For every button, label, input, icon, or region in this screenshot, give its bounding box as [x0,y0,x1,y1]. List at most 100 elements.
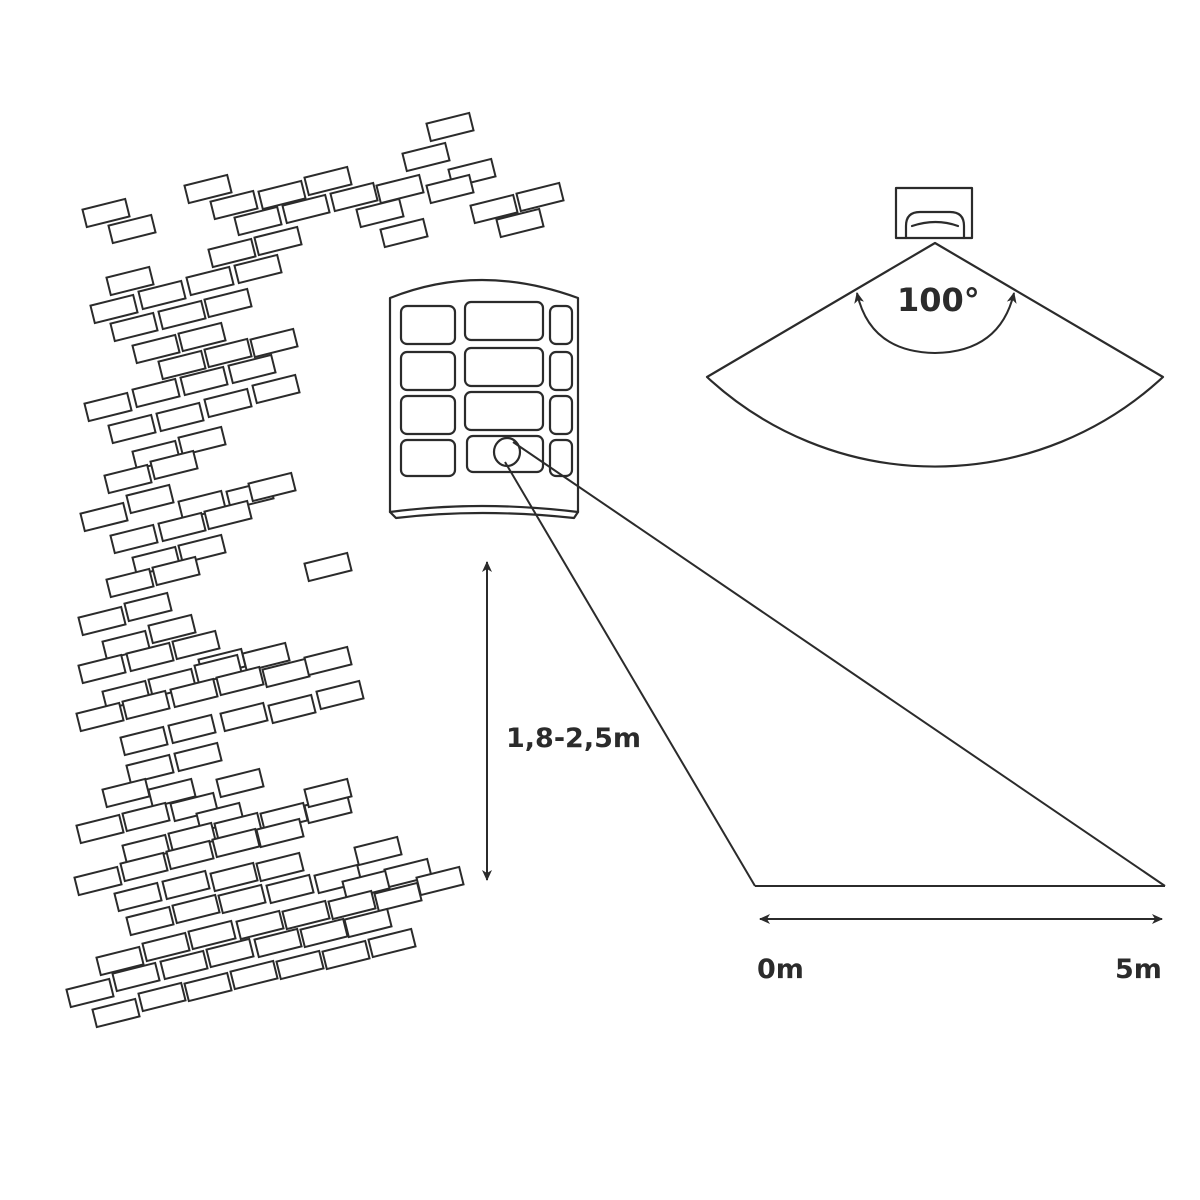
brick [89,293,139,325]
brick [171,893,221,925]
brick [183,971,233,1003]
brick [137,981,187,1013]
brick [203,337,253,369]
brick [265,873,315,905]
brick [75,813,125,845]
brick [209,861,259,893]
brick [123,591,173,623]
brick [83,391,133,423]
brick [515,181,565,213]
brick [173,741,223,773]
brick [109,311,159,343]
brick-wall-illustration [65,111,565,1029]
brick [165,839,215,871]
brick [121,689,171,721]
brick [355,197,405,229]
height-label: 1,8-2,5m [506,723,641,754]
brick [215,767,265,799]
brick [109,523,159,555]
brick [219,701,269,733]
brick [233,253,283,285]
brick [203,287,253,319]
brick [303,551,353,583]
brick [125,483,175,515]
top-detection-fan [705,241,1165,468]
brick [255,817,305,849]
brick [125,641,175,673]
brick [131,377,181,409]
brick [125,753,175,785]
brick [281,899,331,931]
brick [281,193,331,225]
brick [373,881,423,913]
brick [119,725,169,757]
brick [95,945,145,977]
brick [77,653,127,685]
brick [155,401,205,433]
brick [217,883,267,915]
brick [495,207,545,239]
brick [151,555,201,587]
brick [235,909,285,941]
brick [375,173,425,205]
brick [303,165,353,197]
brick [125,905,175,937]
brick [329,181,379,213]
brick [159,949,209,981]
brick [401,141,451,173]
brick [187,919,237,951]
brick [229,959,279,991]
angle-label: 100° [897,281,980,319]
brick [65,977,115,1009]
brick [111,961,161,993]
brick [251,373,301,405]
brick [247,471,297,503]
brick [169,677,219,709]
brick [313,863,363,895]
brick [253,225,303,257]
brick [343,907,393,939]
wall-lamp-illustration [388,278,580,520]
brick [113,881,163,913]
sensor-lens-icon [492,436,522,468]
brick [77,605,127,637]
angle-arc [854,292,1017,355]
brick [267,693,317,725]
brick [425,111,475,143]
brick [149,449,199,481]
brick [215,665,265,697]
brick [185,265,235,297]
brick [253,927,303,959]
brick [105,265,155,297]
brick [233,205,283,237]
brick [177,425,227,457]
brick [105,567,155,599]
brick [303,777,353,809]
brick [275,949,325,981]
brick [255,851,305,883]
brick [147,613,197,645]
brick [299,917,349,949]
brick [183,173,233,205]
brick [167,713,217,745]
brick [141,931,191,963]
brick [157,299,207,331]
brick [73,865,123,897]
brick [257,179,307,211]
brick [249,327,299,359]
brick [91,997,141,1029]
brick [241,641,291,673]
side-detection-cone [504,441,1166,887]
brick [205,937,255,969]
sensor-top-view-icon [894,186,974,240]
brick [119,851,169,883]
brick [177,533,227,565]
brick [157,349,207,381]
brick [121,801,171,833]
brick [131,333,181,365]
brick [107,413,157,445]
brick [353,835,403,867]
brick [469,193,519,225]
brick [157,511,207,543]
